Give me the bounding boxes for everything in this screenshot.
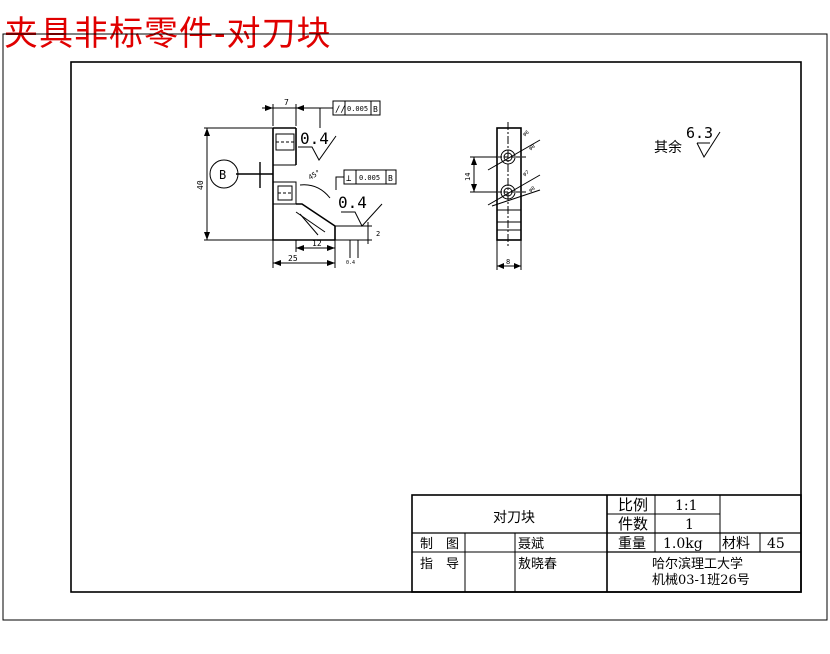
dim-25: 25: [288, 254, 298, 263]
tb-checked-name: 敖晓春: [518, 556, 557, 572]
tb-material-value: 45: [767, 536, 785, 552]
angle-45: 45°: [307, 168, 322, 181]
tb-drawn-name: 聂斌: [518, 537, 544, 552]
datum-b-label: B: [219, 168, 226, 182]
rest-label: 其余: [654, 139, 682, 156]
flatness-datum: B: [373, 105, 378, 114]
flatness-value: 0.005: [347, 105, 368, 113]
tb-weight-label: 重量: [618, 536, 646, 552]
side-dim-14: 14: [464, 173, 472, 181]
side-hole1b: φ8: [528, 144, 536, 152]
dim-small-v: 2: [376, 230, 380, 238]
tb-part-name: 对刀块: [493, 510, 535, 526]
flatness-symbol: //: [335, 105, 346, 115]
rest-roughness: 其余 6.3: [654, 124, 721, 159]
tb-qty-value: 1: [685, 517, 694, 533]
dim-small-h: 0.4: [346, 260, 355, 266]
front-view: [204, 100, 397, 268]
perp-symbol: ⊥: [346, 174, 352, 184]
tb-checked-label: 指 导: [420, 557, 459, 572]
tb-class-info: 机械03-1班26号: [652, 573, 750, 588]
side-hole2b: φ8: [528, 186, 536, 194]
tb-scale-label: 比例: [618, 496, 648, 514]
title-block: [411, 494, 802, 593]
dim-top-7: 7: [284, 98, 289, 107]
tb-material-label: 材料: [722, 536, 750, 552]
dim-height-40: 40: [196, 180, 205, 190]
perp-value: 0.005: [359, 174, 380, 182]
roughness-1: 0.4: [300, 129, 329, 148]
roughness-2: 0.4: [338, 193, 367, 212]
tb-drawn-label: 制 图: [420, 537, 459, 552]
dim-12: 12: [312, 239, 322, 248]
outer-border: [2, 33, 828, 621]
tb-school: 哈尔滨理工大学: [652, 556, 743, 572]
side-view: [470, 122, 541, 270]
rest-value: 6.3: [686, 124, 713, 142]
tb-weight-value: 1.0kg: [663, 536, 703, 552]
tb-scale-value: 1:1: [675, 498, 698, 514]
side-hole1: φ6: [522, 130, 530, 138]
side-dim-8: 8: [506, 258, 510, 266]
tb-qty-label: 件数: [618, 515, 648, 533]
side-hole2: φ7: [522, 170, 530, 178]
perp-datum: B: [388, 174, 393, 183]
